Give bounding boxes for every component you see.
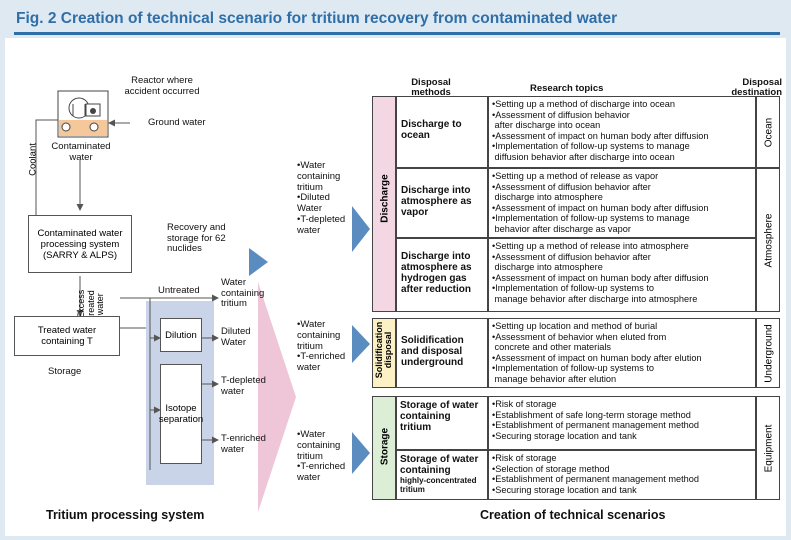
storage-input-1: •Water containing tritium bbox=[297, 429, 341, 462]
category-solid: Solidification disposal bbox=[372, 318, 396, 388]
reactor-label-text: Reactor where accident occurred bbox=[124, 75, 200, 97]
header-methods: Disposal methods bbox=[411, 77, 451, 98]
discharge-chevron bbox=[352, 206, 370, 252]
solid-input-1: •Water containing tritium bbox=[297, 319, 341, 352]
method-ocean: Discharge to ocean bbox=[396, 96, 488, 168]
topics-storage-high: •Risk of storage •Selection of storage m… bbox=[488, 450, 756, 500]
big-flow-arrow bbox=[258, 282, 296, 512]
dilution-text: Dilution bbox=[165, 329, 197, 341]
solid-input-2: •T-enriched water bbox=[297, 351, 346, 374]
header-topics: Research topics bbox=[530, 83, 604, 94]
right-caption: Creation of technical scenarios bbox=[480, 508, 666, 522]
water-tritium-label: Water containing tritium bbox=[221, 277, 265, 309]
topics-vapor: •Setting up a method of release as vapor… bbox=[488, 168, 756, 238]
isotope-box: Isotope separation bbox=[158, 364, 204, 464]
discharge-input-2: •Diluted Water bbox=[297, 192, 330, 215]
dest-ocean: Ocean bbox=[756, 96, 780, 168]
untreated-label: Untreated bbox=[158, 285, 200, 296]
method-hydrogen-text: Discharge into atmosphere as hydrogen ga… bbox=[401, 251, 472, 295]
discharge-inputs: •Water containing tritium •Diluted Water… bbox=[297, 160, 353, 237]
topics-ocean-text: •Setting up a method of discharge into o… bbox=[492, 99, 709, 162]
topics-underground-text: •Setting up location and method of buria… bbox=[492, 321, 702, 384]
figure-title: Fig. 2 Creation of technical scenario fo… bbox=[16, 10, 618, 27]
method-hydrogen: Discharge into atmosphere as hydrogen ga… bbox=[396, 238, 488, 312]
treated-water-box: Treated water containing T bbox=[14, 316, 120, 356]
contaminated-water-label: Contaminated water bbox=[51, 141, 111, 163]
topics-ocean: •Setting up a method of discharge into o… bbox=[488, 96, 756, 168]
discharge-input-1: •Water containing tritium bbox=[297, 160, 341, 193]
title-rule bbox=[14, 32, 780, 35]
method-underground-text: Solidification and disposal underground bbox=[401, 335, 464, 368]
t-depleted-label: T-depleted water bbox=[221, 375, 266, 397]
header-destination: Disposal destination bbox=[731, 77, 782, 98]
method-storage-high-small: highly-concentrated tritium bbox=[400, 476, 477, 494]
category-storage: Storage bbox=[372, 396, 396, 500]
solid-inputs: •Water containing tritium •T-enriched wa… bbox=[297, 319, 353, 374]
discharge-input-3: •T-depleted water bbox=[297, 213, 346, 236]
storage-inputs: •Water containing tritium •T-enriched wa… bbox=[297, 429, 353, 484]
treated-water-text: Treated water containing T bbox=[37, 325, 97, 347]
processing-system-text: Contaminated water processing system (SA… bbox=[37, 227, 123, 261]
storage-label: Storage bbox=[48, 366, 82, 377]
dest-atmosphere-text: Atmosphere bbox=[763, 213, 775, 268]
recovery-chevron bbox=[249, 248, 268, 276]
topics-hydrogen: •Setting up a method of release into atm… bbox=[488, 238, 756, 312]
dest-underground-text: Underground bbox=[763, 324, 775, 383]
method-vapor: Discharge into atmosphere as vapor bbox=[396, 168, 488, 238]
method-storage-high-text: Storage of water containing bbox=[400, 454, 479, 476]
reactor-icon bbox=[57, 90, 109, 138]
category-discharge: Discharge bbox=[372, 96, 396, 312]
diluted-water-label: Diluted Water bbox=[221, 326, 251, 348]
category-discharge-label: Discharge bbox=[379, 174, 391, 223]
storage-input-2: •T-enriched water bbox=[297, 461, 346, 484]
reactor-label: Reactor where accident occurred bbox=[114, 75, 210, 97]
category-solid-label: Solidification disposal bbox=[374, 321, 393, 379]
processing-system-box: Contaminated water processing system (SA… bbox=[28, 215, 132, 273]
isotope-text: Isotope separation bbox=[158, 403, 204, 425]
recovery-label: Recovery and storage for 62 nuclides bbox=[167, 222, 226, 254]
method-underground: Solidification and disposal underground bbox=[396, 318, 488, 388]
storage-chevron bbox=[352, 432, 370, 474]
ground-water-label: Ground water bbox=[148, 117, 206, 128]
topics-underground: •Setting up location and method of buria… bbox=[488, 318, 756, 388]
topics-storage-tritium-text: •Risk of storage •Establishment of safe … bbox=[492, 399, 699, 441]
method-vapor-text: Discharge into atmosphere as vapor bbox=[401, 185, 472, 218]
t-enriched-label: T-enriched water bbox=[221, 433, 266, 455]
topics-hydrogen-text: •Setting up a method of release into atm… bbox=[492, 241, 709, 304]
topics-storage-tritium: •Risk of storage •Establishment of safe … bbox=[488, 396, 756, 450]
coolant-label: Coolant bbox=[27, 143, 39, 176]
topics-storage-high-text: •Risk of storage •Selection of storage m… bbox=[492, 453, 699, 495]
topics-vapor-text: •Setting up a method of release as vapor… bbox=[492, 171, 709, 234]
dest-equipment: Equipment bbox=[756, 396, 780, 500]
dilution-box: Dilution bbox=[160, 318, 202, 352]
method-storage-tritium-text: Storage of water containing tritium bbox=[400, 400, 479, 433]
solid-chevron bbox=[352, 325, 370, 363]
left-caption: Tritium processing system bbox=[46, 508, 205, 522]
method-ocean-text: Discharge to ocean bbox=[401, 119, 462, 141]
dest-ocean-text: Ocean bbox=[763, 117, 775, 148]
dest-atmosphere: Atmosphere bbox=[756, 168, 780, 312]
dest-equipment-text: Equipment bbox=[763, 424, 775, 473]
method-storage-high: Storage of water containing highly-conce… bbox=[396, 450, 488, 500]
category-storage-label: Storage bbox=[379, 427, 391, 466]
dest-underground: Underground bbox=[756, 318, 780, 388]
method-storage-tritium: Storage of water containing tritium bbox=[396, 396, 488, 450]
